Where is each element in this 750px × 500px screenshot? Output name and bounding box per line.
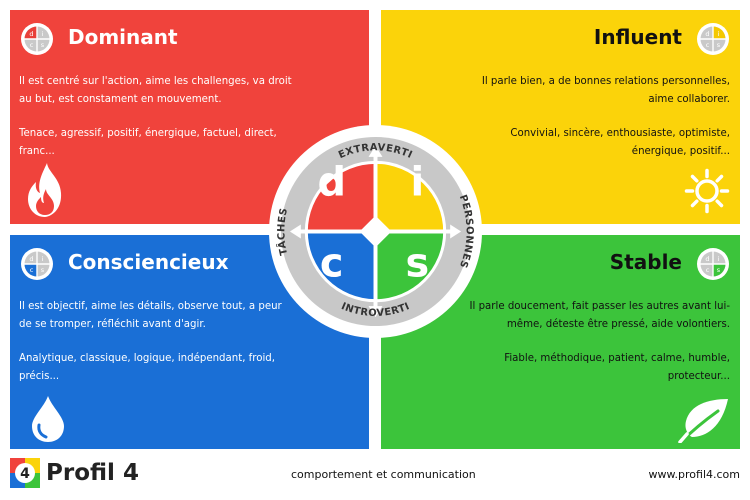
quadrant-summary: Il parle bien, a de bonnes relations per… — [481, 76, 730, 105]
mini-letter-s: s — [717, 266, 721, 274]
quadrant-influent: d i c s Influent Il parle bien, a de bon… — [381, 10, 740, 224]
mini-letter-i: i — [718, 30, 720, 38]
mini-letter-d: d — [705, 255, 709, 263]
quadrant-traits: Analytique, classique, logique, indépend… — [19, 353, 276, 382]
disc-circle-diagram: d i c s EXTRAVERTI PERSONNES INTROVERTI … — [268, 124, 483, 339]
center-letter-i: i — [410, 160, 424, 206]
quadrant-description: Il est objectif, aime les détails, obser… — [19, 298, 294, 386]
quadrant-title: Dominant — [68, 25, 178, 49]
mini-letter-i: i — [42, 30, 44, 38]
disc-mini-icon: d i c s — [697, 248, 729, 280]
axis-arrows — [289, 145, 462, 318]
disc-mini-icon: d i c s — [697, 23, 729, 55]
center-letter-d: d — [317, 160, 346, 206]
mini-letter-d: d — [29, 255, 33, 263]
mini-letter-s: s — [717, 41, 721, 49]
disc-mini-icon: d i c s — [21, 248, 53, 280]
quadrant-summary: Il est centré sur l'action, aime les cha… — [19, 76, 292, 105]
center-letter-s: s — [405, 240, 429, 286]
axis-label-taches: TÂCHES — [275, 207, 290, 256]
quadrant-description: Il parle bien, a de bonnes relations per… — [455, 73, 730, 161]
mini-letter-i: i — [42, 255, 44, 263]
mini-letter-c: c — [30, 41, 34, 49]
flame-icon — [28, 163, 62, 217]
mini-letter-i: i — [718, 255, 720, 263]
quadrant-description: Il est centré sur l'action, aime les cha… — [19, 73, 294, 161]
mini-letter-c: c — [30, 266, 34, 274]
mini-letter-d: d — [29, 30, 33, 38]
tagline: comportement et communication — [291, 468, 476, 481]
center-letter-c: c — [320, 240, 344, 286]
quadrant-title: Stable — [609, 250, 682, 274]
website-url[interactable]: www.profil4.com — [648, 468, 740, 481]
quadrant-traits: Tenace, agressif, positif, énergique, fa… — [19, 128, 277, 157]
brand-name: Profil 4 — [46, 460, 139, 486]
profil4-logo-icon: 4 — [10, 458, 40, 488]
leaf-icon — [678, 399, 728, 443]
quadrant-title: Influent — [593, 25, 682, 49]
mini-letter-d: d — [705, 30, 709, 38]
water-drop-icon — [32, 396, 64, 442]
quadrant-title: Consciencieux — [68, 250, 229, 274]
mini-letter-c: c — [706, 266, 710, 274]
quadrant-dominant: d i c s Dominant Il est centré sur l'act… — [10, 10, 369, 224]
mini-letter-s: s — [41, 266, 45, 274]
quadrant-traits: Fiable, méthodique, patient, calme, humb… — [504, 353, 730, 382]
mini-letter-s: s — [41, 41, 45, 49]
sun-icon — [684, 168, 730, 214]
mini-letter-c: c — [706, 41, 710, 49]
quadrant-summary: Il est objectif, aime les détails, obser… — [19, 301, 282, 330]
quadrant-description: Il parle doucement, fait passer les autr… — [455, 298, 730, 386]
disc-mini-icon: d i c s — [21, 23, 53, 55]
quadrant-summary: Il parle doucement, fait passer les autr… — [469, 301, 730, 330]
svg-text:TÂCHES: TÂCHES — [275, 207, 290, 256]
quadrant-traits: Convivial, sincère, enthousiaste, optimi… — [510, 128, 730, 157]
logo-digit: 4 — [20, 466, 30, 482]
